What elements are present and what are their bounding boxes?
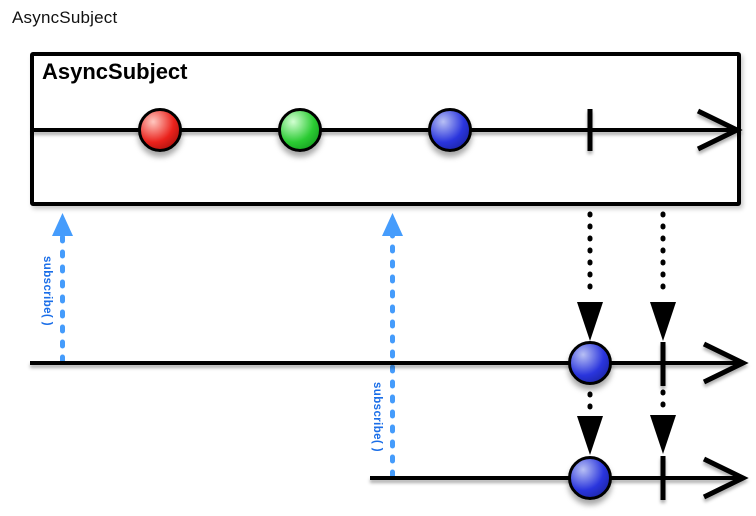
subscriber1-timeline-arrowhead-icon [702,341,749,385]
emission-arrows-row1 [577,211,676,341]
source-green-marble [278,108,322,152]
source-timeline-arrowhead-icon [696,108,743,152]
subscribe-arrow-2-head-icon [382,213,403,236]
subscriber1-blue-marble [568,341,612,385]
subscribe-arrow-1-head-icon [52,213,73,236]
emission-arrow-value-2-head-icon [577,416,603,455]
subscribe-arrows [52,213,403,479]
source-red-marble [138,108,182,152]
source-blue-marble [428,108,472,152]
emission-arrow-value-1-head-icon [577,302,603,341]
page-title: AsyncSubject [12,8,118,27]
subscriber2-blue-marble [568,456,612,500]
subscribe-label-2: subscribe( ) [371,382,383,452]
subscribe-label-1: subscribe( ) [41,256,53,326]
subscriber2-timeline-arrowhead-icon [702,456,749,500]
emission-arrows-row2 [577,389,676,455]
async-subject-box-label: AsyncSubject [42,59,188,84]
emission-arrow-complete-1-head-icon [650,302,676,341]
timelines [30,108,749,500]
emission-arrow-complete-2-head-icon [650,415,676,454]
